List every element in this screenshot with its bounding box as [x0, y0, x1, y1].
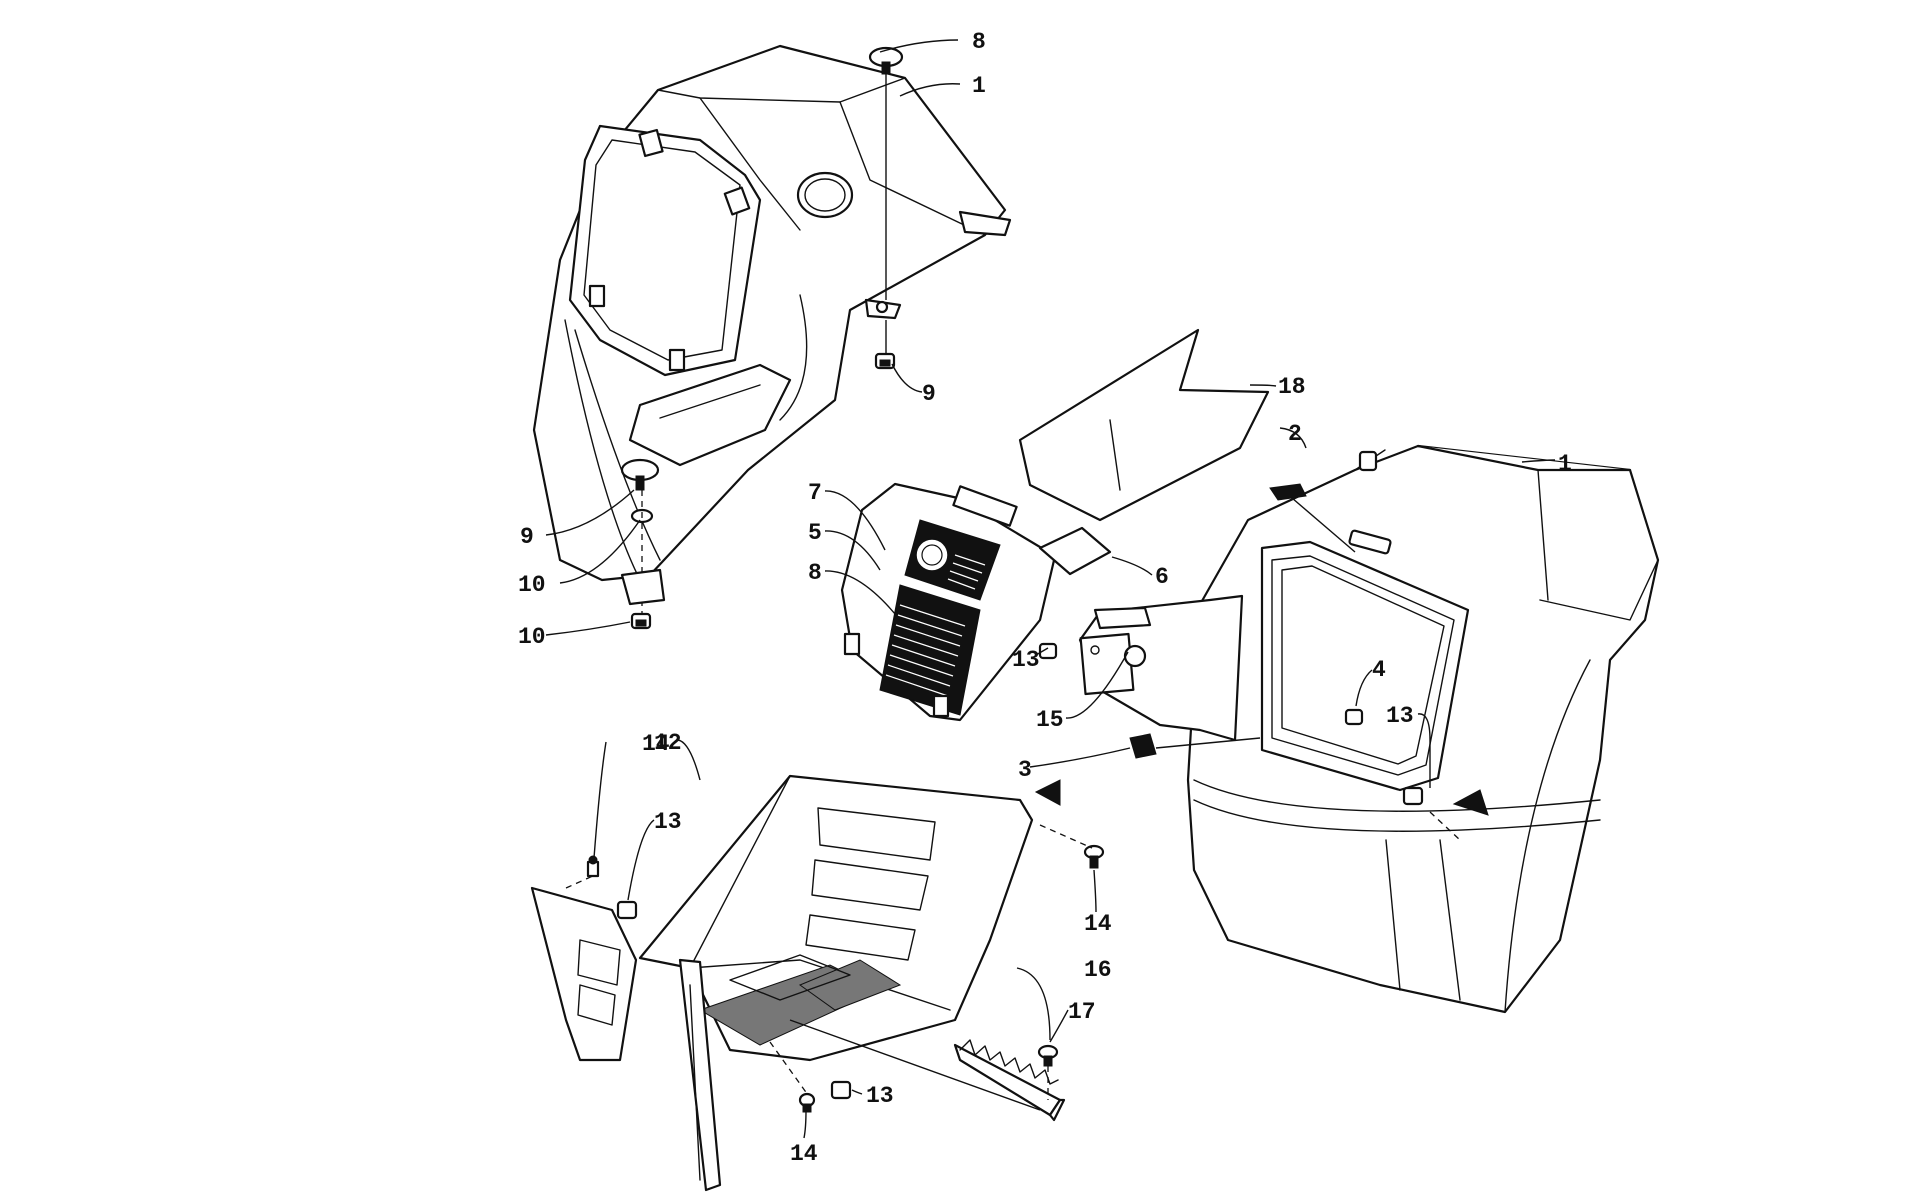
alignment-arrow-right — [1452, 789, 1489, 816]
nut-part-13-shield — [1038, 642, 1058, 660]
bracket-part-2 — [1269, 483, 1307, 501]
callout-5: 5 — [808, 520, 822, 546]
rear-fender-part-1 — [1186, 444, 1660, 1014]
callout-15: 15 — [1036, 707, 1064, 733]
screw-part-17 — [1037, 1044, 1059, 1067]
side-shield-part-15 — [1078, 594, 1244, 742]
alignment-arrow-footwell — [1034, 779, 1061, 806]
nut-part-13-footwell-left — [616, 900, 638, 920]
callout-11: 10 — [518, 572, 546, 598]
callouts: 8 1 9 9 10 10 18 2 1 7 5 8 6 13 15 3 4 1… — [518, 29, 1572, 1167]
callout-1-rear: 1 — [1558, 451, 1572, 477]
nut-part-4 — [1344, 708, 1364, 726]
callout-17: 17 — [1068, 999, 1096, 1025]
callout-14-right: 14 — [1084, 911, 1112, 937]
callout-13-rear: 13 — [1386, 703, 1414, 729]
warning-decal-part-8 — [879, 584, 981, 716]
callout-10-upper: 9 — [922, 381, 936, 407]
callout-13-footwell-bottom: 13 — [866, 1083, 894, 1109]
callout-14-bottom: 14 — [790, 1141, 818, 1167]
callout-2: 2 — [1288, 421, 1302, 447]
grommet-pad — [620, 568, 666, 606]
callout-7: 7 — [808, 480, 822, 506]
decal-part-6 — [1038, 526, 1112, 576]
callout-13-shield: 13 — [1012, 647, 1040, 673]
nut-part-10-upper — [874, 352, 896, 370]
callout-9-upper: 8 — [972, 29, 986, 55]
screw-part-14-right — [1083, 844, 1105, 869]
callout-1-front: 1 — [972, 73, 986, 99]
screw-part-14-bottom — [798, 1092, 816, 1113]
callout-3: 3 — [1018, 757, 1032, 783]
callout-13-footwell-left: 13 — [654, 809, 682, 835]
warning-decal-part-7 — [904, 519, 1001, 601]
foot-strip-part-16 — [953, 1039, 1066, 1122]
callout-14-left: 14 — [642, 731, 670, 757]
push-rivet-part-9-upper — [868, 46, 904, 75]
push-rivet-part-9-lower — [620, 458, 660, 491]
clip-part-3 — [1129, 733, 1157, 759]
access-cover-part-5 — [840, 482, 1057, 722]
screw-part-14-left — [586, 855, 600, 878]
callout-4: 4 — [1372, 657, 1386, 683]
callout-18: 18 — [1278, 374, 1306, 400]
nut-part-10-lower — [630, 612, 652, 630]
front-fender-part-1 — [532, 44, 1012, 582]
splash-panel-part-18 — [1018, 328, 1270, 522]
nut-part-13-rear — [1402, 786, 1424, 806]
callout-6: 6 — [1155, 564, 1169, 590]
nut-part-13-footwell-bottom — [830, 1080, 852, 1100]
callout-9-lower: 9 — [520, 524, 534, 550]
callout-10-lower: 10 — [518, 624, 546, 650]
footwell-part-12 — [530, 774, 1034, 1192]
callout-16: 16 — [1084, 957, 1112, 983]
callout-12: 12 — [654, 730, 682, 756]
callout-8: 8 — [808, 560, 822, 586]
